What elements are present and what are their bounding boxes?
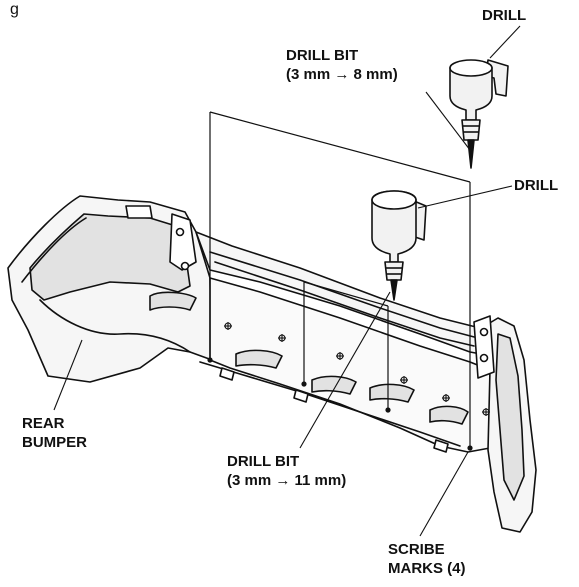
scribe-mark — [467, 445, 473, 451]
bumper-clip — [293, 389, 309, 403]
label-drill-bit-top: DRILL BIT (3 mm → 8 mm) — [286, 46, 398, 84]
label-drill-bit-bottom-line2: (3 mm → 11 mm) — [227, 472, 347, 489]
drill-chuck — [461, 119, 481, 141]
cross-marker — [336, 352, 344, 360]
partial-heading-text: g — [10, 1, 19, 18]
label-drill-bit-top-line2: (3 mm → 8 mm) — [286, 66, 398, 83]
label-scribe-marks-line1: SCRIBE — [388, 541, 445, 558]
tab-hole — [180, 261, 190, 271]
drill-mid-illustration — [371, 190, 427, 301]
label-rear-bumper-line2: BUMPER — [22, 434, 88, 451]
bumper-right-inner — [495, 333, 525, 501]
cross-marker — [278, 334, 286, 342]
bumper-top-tab — [125, 205, 153, 219]
cross-marker — [482, 408, 490, 416]
drill-top-cap — [371, 190, 417, 210]
scribe-mark — [301, 381, 307, 387]
drill-bit-top — [467, 139, 475, 169]
leader-scribe-marks — [419, 451, 469, 537]
cross-marker — [400, 376, 408, 384]
bumper-left-rib-2 — [39, 299, 191, 353]
leader-lines — [53, 25, 521, 537]
tab-hole — [175, 227, 185, 237]
label-scribe-marks-line2: MARKS (4) — [388, 560, 466, 577]
bumper-recess — [429, 405, 469, 425]
bumper-recess — [235, 349, 283, 369]
bumper-recess — [149, 291, 197, 311]
bumper-upper-lip — [209, 251, 479, 339]
leader-drill-bit-bottom — [299, 291, 391, 449]
drill-bit-mid — [390, 279, 398, 301]
drill-top-cap — [449, 59, 493, 77]
scribe-mark-points — [207, 357, 473, 451]
label-drill-bit-top-line1: DRILL BIT — [286, 47, 359, 64]
tab-hole — [479, 327, 489, 337]
scribe-mark — [385, 407, 391, 413]
tab-hole — [479, 353, 489, 363]
bumper-left-tab — [169, 213, 197, 271]
bumper-left-inner — [29, 213, 191, 301]
bumper-upper-lip-2 — [214, 261, 475, 347]
label-drill-bit-bottom-line1: DRILL BIT — [227, 453, 300, 470]
cross-marker — [224, 322, 232, 330]
leader-drill-top — [489, 25, 521, 59]
label-drill-bit-bottom: DRILL BIT (3 mm → 11 mm) — [227, 452, 346, 490]
label-rear-bumper-line1: REAR — [22, 415, 65, 432]
bumper-left-rib — [21, 217, 87, 283]
bumper-recess — [311, 375, 357, 395]
cross-marker — [442, 394, 450, 402]
bumper-clip — [219, 367, 235, 381]
bumper-clip — [433, 439, 449, 453]
drill-chuck — [384, 261, 404, 281]
label-drill-mid: DRILL — [514, 177, 559, 194]
scribe-mark — [207, 357, 213, 363]
leader-drill-bit-top — [425, 91, 471, 151]
bumper-recess — [369, 383, 415, 403]
guide-line-mid-top — [303, 281, 389, 307]
label-drill-top: DRILL — [482, 7, 527, 24]
guide-line-top-diagonal — [209, 111, 471, 183]
leader-rear-bumper — [53, 339, 83, 411]
leader-drill-mid — [417, 185, 513, 209]
label-rear-bumper: REAR BUMPER — [22, 414, 87, 452]
bumper-right-tab — [473, 315, 495, 379]
drill-top-illustration — [449, 59, 509, 169]
label-scribe-marks: SCRIBE MARKS (4) — [388, 540, 466, 578]
alignment-lines — [209, 111, 471, 448]
scribe-cross-markers — [224, 322, 490, 416]
